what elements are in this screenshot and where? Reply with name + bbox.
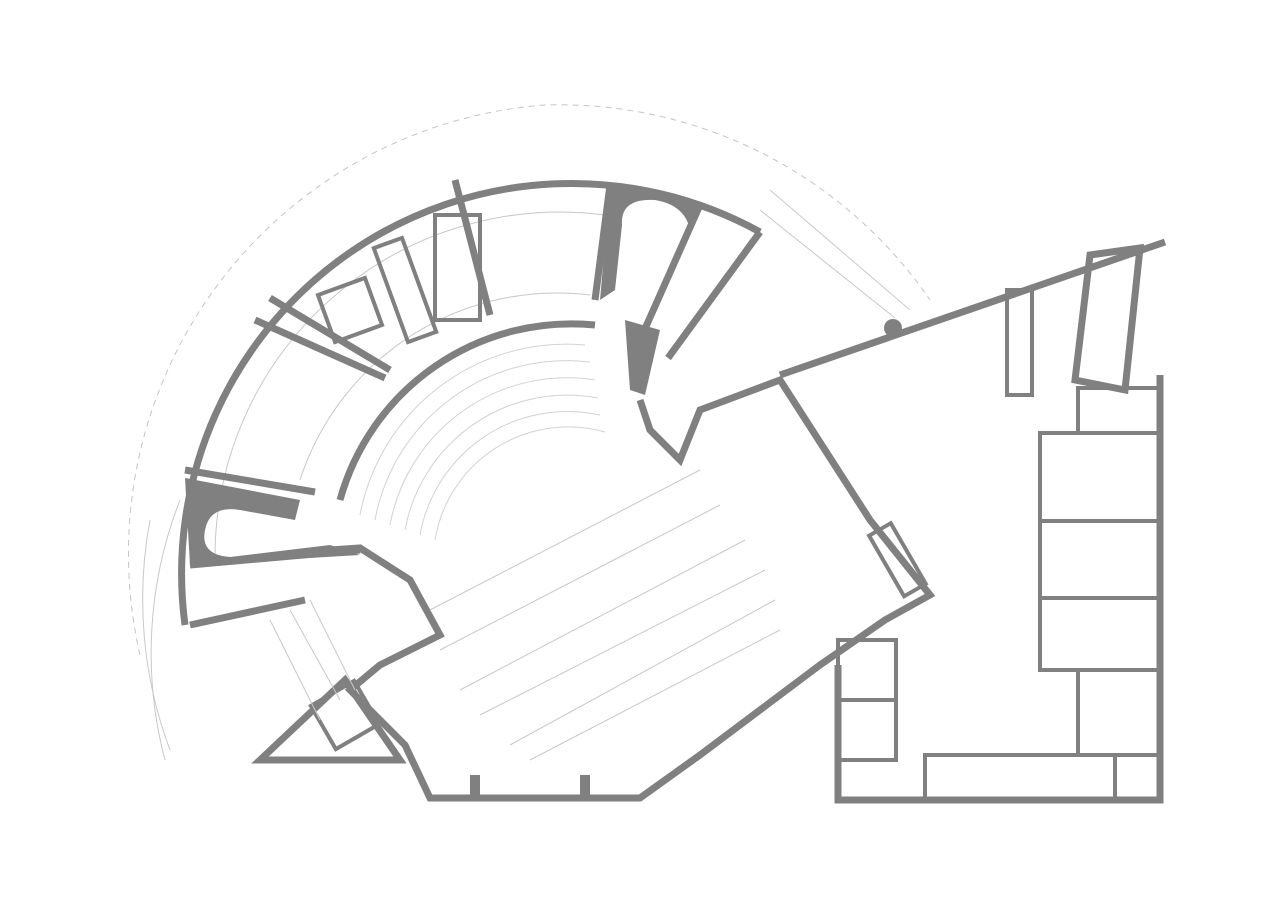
lower-left-stairs: [269, 599, 356, 721]
column-round: [884, 319, 902, 337]
column: [580, 775, 590, 800]
auditorium-seating: [359, 343, 606, 541]
right-roof-wall: [778, 238, 1167, 379]
stair-core-left: [185, 478, 360, 565]
right-small-room: [1005, 288, 1034, 397]
right-building-rooms: [836, 386, 1162, 802]
column: [470, 775, 480, 800]
hall-floor-lines: [429, 469, 781, 761]
main-hall-wall: [329, 375, 936, 802]
canopy-outline: [127, 104, 931, 656]
wall-mass: [625, 320, 660, 395]
right-door-frame: [866, 520, 929, 600]
corridor-arc-inner: [299, 292, 591, 481]
auditorium-back-wall: [336, 320, 596, 501]
toilet-rooms: [315, 213, 482, 345]
corridor-arc: [214, 211, 606, 561]
right-building-wall: [834, 375, 1164, 804]
terrace-line: [142, 519, 171, 751]
lower-left-wall: [251, 674, 407, 764]
stair-core-top: [600, 185, 700, 300]
right-stairs-arc: [759, 189, 911, 319]
outer-terrace-line: [150, 499, 181, 761]
lower-left-room: [308, 678, 382, 752]
